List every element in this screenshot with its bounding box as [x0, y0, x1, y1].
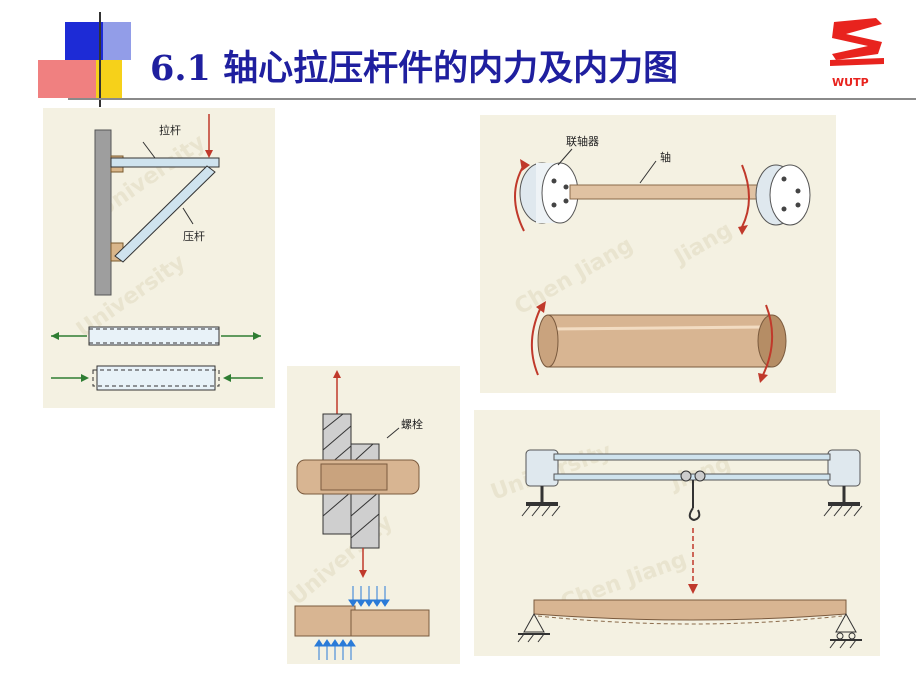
svg-text:Chen Jiang: Chen Jiang	[511, 233, 638, 321]
strut-label: 压杆	[183, 229, 205, 243]
corner-decoration	[0, 0, 140, 110]
figure-crane-beam: University Chen Jiang Jiang	[474, 410, 880, 656]
bolt-label: 螺栓	[401, 417, 423, 431]
title-underline	[68, 98, 916, 100]
logo-text: WUTP	[832, 76, 869, 89]
figure-bracket: University University 拉杆 压杆	[43, 108, 275, 408]
svg-text:Jiang: Jiang	[669, 218, 737, 272]
page-title: 6.1 轴心拉压杆件的内力及内力图	[150, 48, 679, 89]
tie-rod-label: 拉杆	[159, 123, 181, 137]
publisher-logo: WUTP	[826, 14, 890, 96]
logo-mark-icon	[830, 18, 884, 66]
coupling-label: 联轴器	[566, 134, 599, 148]
figure-bolt: University 螺栓	[287, 366, 460, 664]
figure-shaft: Chen Jiang Jiang 联轴器 轴	[480, 115, 836, 393]
shaft-label: 轴	[660, 150, 671, 164]
